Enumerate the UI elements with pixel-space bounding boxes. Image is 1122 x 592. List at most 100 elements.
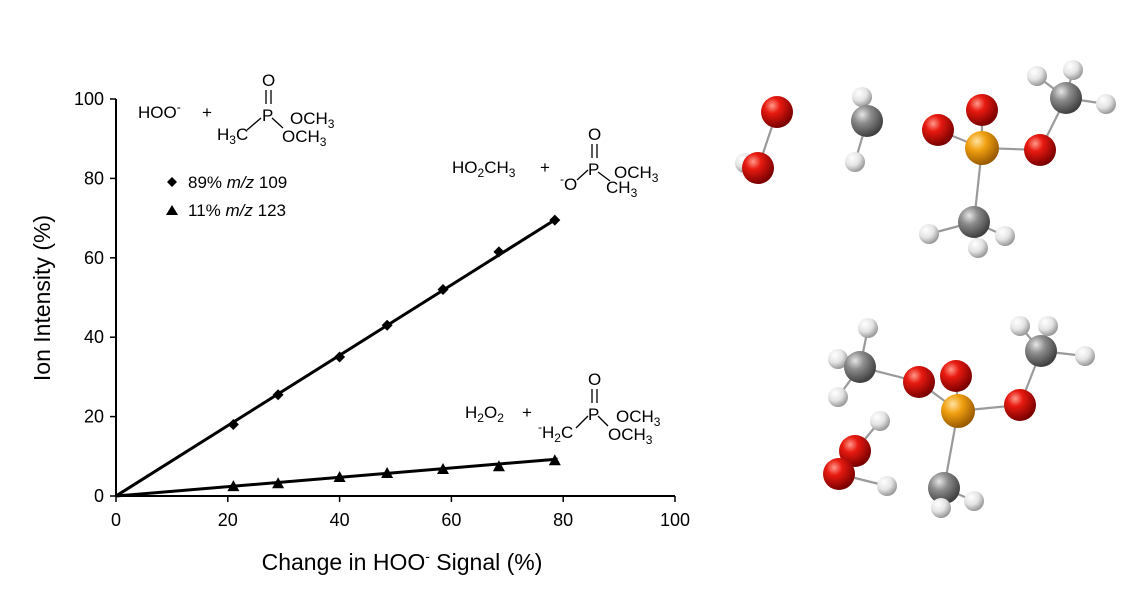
data-point-diamond	[334, 351, 346, 363]
product2-oxygen: O	[588, 370, 601, 389]
carbon-atom	[1025, 335, 1057, 367]
axes	[115, 99, 675, 497]
data-point-triangle	[333, 470, 346, 482]
oxygen-atom	[1024, 134, 1056, 166]
hydrogen-atom	[919, 224, 939, 244]
molecular-models	[735, 60, 1116, 518]
y-tick-label: 40	[84, 327, 104, 347]
product1-annotation: HO2CH3 + O P OCH3 -O CH3	[452, 125, 659, 200]
product2-och3-1: OCH3	[616, 407, 661, 429]
reactant-och3-1: OCH3	[290, 109, 335, 131]
data-point-triangle	[272, 477, 285, 489]
oxygen-atom	[839, 435, 871, 467]
x-tick-label: 60	[441, 510, 461, 530]
oxygen-atom	[1004, 389, 1036, 421]
legend-triangle-marker	[166, 205, 178, 215]
hydrogen-atom	[858, 318, 878, 338]
carbon-atom	[958, 206, 990, 238]
product1-ho2ch3: HO2CH3	[452, 158, 516, 180]
oxygen-atom	[966, 94, 998, 126]
reactant-bond-p-o2	[271, 117, 284, 129]
oxygen-atom	[823, 458, 855, 490]
product2-plus: +	[522, 403, 532, 422]
hydrogen-atom	[931, 498, 951, 518]
hydrogen-atom	[1027, 66, 1047, 86]
hydrogen-atom	[845, 152, 865, 172]
oxygen-atom	[922, 114, 954, 146]
data-point-triangle	[437, 463, 450, 475]
product1-bond-p-ch3	[597, 171, 611, 182]
carbon-atom	[1050, 82, 1082, 114]
hydrogen-atom	[1075, 346, 1095, 366]
hydrogen-atom	[828, 349, 848, 369]
phosphorus-atom	[941, 394, 975, 428]
oxygen-atom	[761, 96, 793, 128]
oxygen-atom	[940, 360, 972, 392]
hydrogen-atom	[964, 491, 984, 511]
data-point-triangle	[381, 466, 394, 478]
hydrogen-atom	[1010, 316, 1030, 336]
data-point-diamond	[272, 389, 284, 401]
reactant-h3c: H3C	[217, 125, 248, 147]
oxygen-atom	[742, 152, 774, 184]
y-tick-label: 60	[84, 248, 104, 268]
phosphorus-atom	[965, 131, 999, 165]
hydrogen-atom	[1063, 60, 1083, 80]
x-tick-label: 40	[330, 510, 350, 530]
reactant-oxygen: O	[262, 71, 275, 90]
x-tick-label: 20	[218, 510, 238, 530]
data-markers	[227, 214, 561, 492]
legend: 89% m/z 109 11% m/z 123	[166, 173, 287, 220]
data-point-triangle	[227, 480, 240, 492]
product2-h2c-minus: -H2C	[538, 420, 573, 445]
product2-annotation: H2O2 + O P OCH3 OCH3 -H2C	[465, 370, 661, 447]
data-point-diamond	[549, 214, 561, 226]
data-point-diamond	[227, 419, 239, 431]
carbon-atom	[844, 351, 876, 383]
data-point-diamond	[493, 246, 505, 258]
hydrogen-atom	[828, 387, 848, 407]
reactant-annotation: HOO- + O P OCH3 OCH3 H3C	[138, 71, 335, 149]
y-tick-label: 80	[84, 168, 104, 188]
hydrogen-atom	[852, 87, 872, 107]
y-tick-label: 100	[74, 89, 104, 109]
y-tick-label: 20	[84, 407, 104, 427]
hydrogen-atom	[877, 476, 897, 496]
reactant-bond-c-p	[246, 117, 262, 131]
reactant-hoo: HOO-	[138, 100, 181, 122]
product1-bond-o-p	[576, 169, 589, 181]
x-axis-label: Change in HOO- Signal (%)	[262, 548, 543, 575]
data-point-diamond	[437, 284, 449, 296]
x-tick-label: 100	[660, 510, 690, 530]
product2-bond-c-p	[575, 415, 589, 429]
data-point-triangle	[548, 454, 561, 466]
product2-phosphorus: P	[588, 405, 599, 424]
data-point-triangle	[492, 460, 505, 472]
y-axis-label: Ion Intensity (%)	[29, 215, 55, 381]
carbon-atom	[851, 105, 883, 137]
product1-och3: OCH3	[614, 163, 659, 185]
hydrogen-atom	[1038, 316, 1058, 336]
y-tick-label: 0	[94, 486, 104, 506]
reactant-och3-2: OCH3	[282, 127, 327, 149]
x-tick-label: 0	[111, 510, 121, 530]
product1-ch3: CH3	[606, 178, 638, 200]
hydrogen-atom	[968, 238, 988, 258]
reactant-plus: +	[202, 103, 212, 122]
oxygen-atom	[903, 366, 935, 398]
product2-h2o2: H2O2	[465, 403, 504, 425]
hydrogen-atom	[995, 226, 1015, 246]
data-point-diamond	[381, 319, 393, 331]
product1-plus: +	[540, 158, 550, 177]
product1-o-minus: -O	[560, 172, 577, 194]
product2-och3-2: OCH3	[608, 425, 653, 447]
carbon-atom	[928, 472, 960, 504]
legend-item-triangle: 11% m/z 123	[188, 201, 286, 220]
hydrogen-atom	[1096, 94, 1116, 114]
product1-phosphorus: P	[588, 160, 599, 179]
hydrogen-atom	[870, 411, 890, 431]
legend-diamond-marker	[167, 177, 177, 187]
product2-bond-p-o2	[597, 415, 609, 427]
